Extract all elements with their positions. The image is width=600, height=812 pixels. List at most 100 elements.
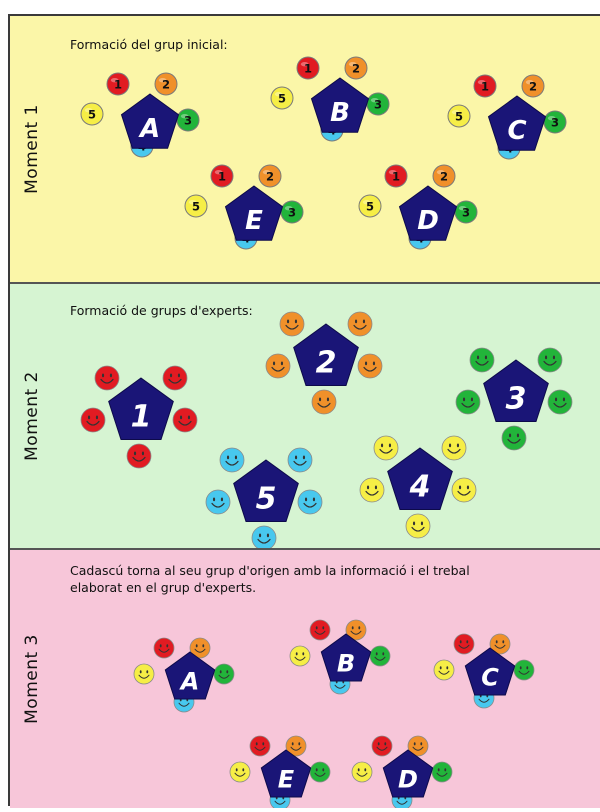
member-ball-circle xyxy=(106,72,130,96)
smiley-face-icon xyxy=(453,633,475,655)
smiley-face-icon xyxy=(251,525,277,548)
group-pentagon-C: C xyxy=(487,95,547,151)
member-ball-2: 2 xyxy=(344,56,368,80)
diagram-frame: Moment 1 Formació del grup inicial: 1234… xyxy=(8,14,600,808)
pentagon-label: B xyxy=(330,98,350,128)
origin-group-B: B xyxy=(289,619,391,695)
member-ball-5: 5 xyxy=(447,104,471,128)
expert-pentagon-3: 3 xyxy=(483,359,549,422)
pentagon-shape xyxy=(487,95,547,151)
smiley-face-icon xyxy=(469,347,495,373)
smiley-face-icon xyxy=(94,365,120,391)
group-B: 12345B xyxy=(270,56,390,142)
smiley-face-icon xyxy=(347,311,373,337)
smiley-face-icon xyxy=(311,389,337,415)
pentagon-label: C xyxy=(481,664,499,692)
smiley-face-icon xyxy=(229,761,251,783)
member-ball-5: 5 xyxy=(270,86,294,110)
member-ball-5: 5 xyxy=(80,102,104,126)
member-number: 3 xyxy=(184,114,192,128)
smiley-face-icon xyxy=(80,407,106,433)
smiley-face-icon xyxy=(126,443,152,469)
ball-shine xyxy=(284,205,293,211)
member-ball-3: 3 xyxy=(454,200,478,224)
expert-group-1: 1 xyxy=(80,365,198,469)
group-D: 12345D xyxy=(358,164,478,250)
member-number: 5 xyxy=(455,110,463,124)
group-E: 12345E xyxy=(184,164,304,250)
moment-2-scene: 1 2 3 5 4 xyxy=(80,311,573,548)
expert-group-5: 5 xyxy=(205,447,323,548)
pentagon-shape xyxy=(387,447,453,510)
member-ball-3: 3 xyxy=(543,110,567,134)
ball-shine xyxy=(180,113,189,119)
moment-3-caption-line-2: elaborat en el grup d'experts. xyxy=(70,580,257,595)
smiley-face-icon xyxy=(451,477,477,503)
smiley-face-icon xyxy=(213,663,235,685)
pentagon-shape xyxy=(398,185,458,241)
pentagon-label: 4 xyxy=(409,470,431,505)
member-ball-circle xyxy=(210,164,234,188)
smiley-face-icon xyxy=(172,407,198,433)
ball-shine xyxy=(300,61,309,67)
smiley-face-icon xyxy=(537,347,563,373)
smiley-face-icon xyxy=(285,735,307,757)
smiley-face-icon xyxy=(373,435,399,461)
moment-3-panel: Moment 3 Cadascú torna al seu grup d'ori… xyxy=(10,550,600,808)
expert-group-3: 3 xyxy=(455,347,573,451)
ball-shine xyxy=(436,169,445,175)
member-ball-3: 3 xyxy=(176,108,200,132)
member-number: 1 xyxy=(392,170,400,184)
moment-1-caption: Formació del grup inicial: xyxy=(70,37,228,52)
member-ball-3: 3 xyxy=(366,92,390,116)
expert-pentagon-1: 1 xyxy=(108,377,174,440)
member-number: 1 xyxy=(304,62,312,76)
member-ball-circle xyxy=(270,86,294,110)
pentagon-label: 3 xyxy=(506,382,527,417)
ball-shine xyxy=(214,169,223,175)
group-C: 12345C xyxy=(447,74,567,160)
pentagon-shape xyxy=(464,647,516,696)
smiley-face-icon xyxy=(345,619,367,641)
smiley-face-icon xyxy=(219,447,245,473)
member-ball-circle xyxy=(154,72,178,96)
ball-shine xyxy=(110,77,119,83)
smiley-face-icon xyxy=(189,637,211,659)
pentagon-shape xyxy=(483,359,549,422)
expert-pentagon-5: 5 xyxy=(233,459,299,522)
member-ball-2: 2 xyxy=(521,74,545,98)
member-number: 1 xyxy=(481,80,489,94)
member-ball-2: 2 xyxy=(154,72,178,96)
pentagon-label: 1 xyxy=(131,400,152,435)
origin-pentagon-A: A xyxy=(164,651,216,700)
smiley-face-icon xyxy=(287,447,313,473)
origin-group-D: D xyxy=(351,735,453,808)
ball-shine xyxy=(547,115,556,121)
member-number: 2 xyxy=(529,80,537,94)
member-ball-circle xyxy=(184,194,208,218)
member-ball-circle xyxy=(447,104,471,128)
pentagon-shape xyxy=(108,377,174,440)
ball-shine xyxy=(388,169,397,175)
member-number: 3 xyxy=(462,206,470,220)
member-ball-1: 1 xyxy=(210,164,234,188)
member-number: 2 xyxy=(352,62,360,76)
member-number: 3 xyxy=(551,116,559,130)
smiley-face-icon xyxy=(205,489,231,515)
smiley-face-icon xyxy=(309,761,331,783)
origin-pentagon-C: C xyxy=(464,647,516,696)
ball-shine xyxy=(451,109,460,115)
moment-2-caption: Formació de grups d'experts: xyxy=(70,303,253,318)
ball-shine xyxy=(362,199,371,205)
ball-shine xyxy=(188,199,197,205)
smiley-face-icon xyxy=(279,311,305,337)
expert-pentagon-4: 4 xyxy=(387,447,453,510)
member-number: 1 xyxy=(218,170,226,184)
pentagon-label: 2 xyxy=(316,346,337,381)
member-ball-2: 2 xyxy=(432,164,456,188)
member-ball-circle xyxy=(432,164,456,188)
pentagon-shape xyxy=(120,93,180,149)
smiley-face-icon xyxy=(249,735,271,757)
member-ball-circle xyxy=(358,194,382,218)
ball-shine xyxy=(348,61,357,67)
